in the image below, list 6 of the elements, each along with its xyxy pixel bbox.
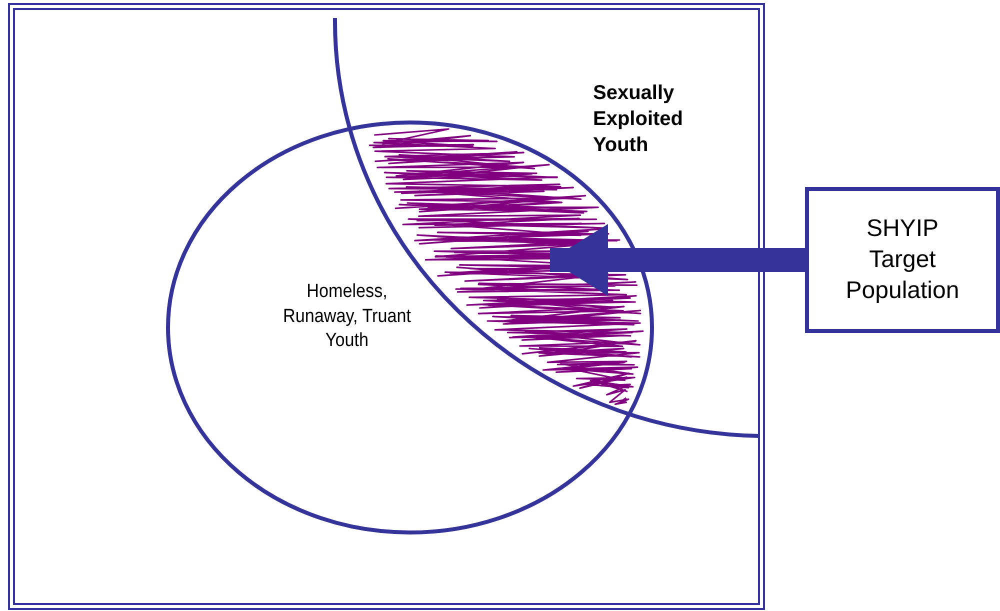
label-box xyxy=(805,187,1000,333)
frame-box xyxy=(8,3,765,610)
region-label: Homeless, Runaway, Truant Youth xyxy=(282,280,412,354)
arrow xyxy=(550,224,806,296)
box-label: SHYIP Target Population xyxy=(844,214,960,306)
region-label: Sexually Exploited Youth xyxy=(593,81,684,158)
